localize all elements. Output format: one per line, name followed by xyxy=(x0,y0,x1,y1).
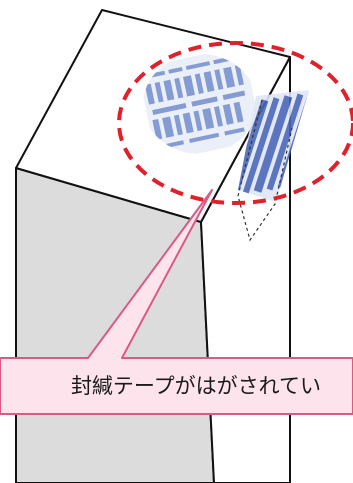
highlight-circle xyxy=(117,41,353,205)
callout-text: 封緘テープがはがされてい xyxy=(71,374,321,398)
tape-tear-line xyxy=(237,99,293,242)
tape-top-pattern xyxy=(143,54,257,154)
callout-shape xyxy=(0,189,353,415)
callout-bubble: 封緘テープがはがされてい xyxy=(0,189,353,415)
